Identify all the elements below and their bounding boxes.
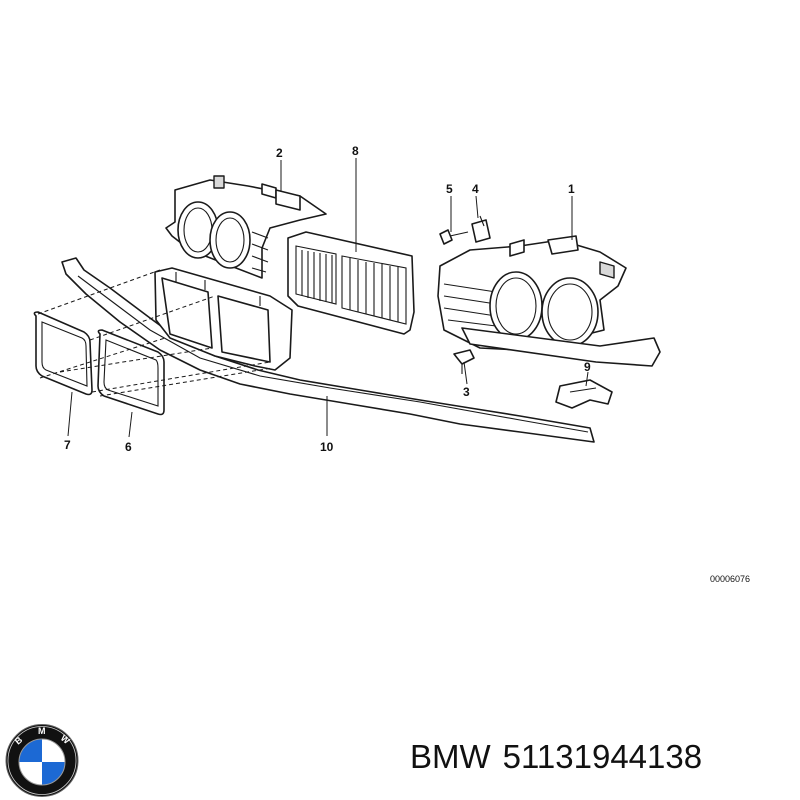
part-8-kidney-grille <box>287 231 415 335</box>
part-4-clip <box>471 215 491 243</box>
leader-9 <box>585 371 589 387</box>
callout-6: 6 <box>125 440 132 454</box>
leader-3 <box>463 361 468 385</box>
part-2-left-headlamp-housing <box>165 175 327 279</box>
part-number: 51131944138 <box>502 738 703 775</box>
part-1-right-headlamp-housing <box>437 235 661 367</box>
callout-3: 3 <box>463 385 470 399</box>
svg-text:B: B <box>13 734 25 746</box>
part-9-bracket <box>555 379 613 409</box>
callout-8: 8 <box>352 144 359 158</box>
leader-4 <box>475 195 479 219</box>
part-10-front-panel <box>61 257 595 443</box>
brand-name: BMW <box>410 738 491 775</box>
part-5-screw <box>439 229 469 245</box>
diagram-reference-code: 00006076 <box>710 574 750 584</box>
part-3-clip <box>453 349 475 374</box>
bmw-logo-icon: B M W <box>5 724 79 797</box>
part-7-outer-ring <box>33 311 93 396</box>
part-caption: BMW 51131944138 <box>410 738 795 776</box>
callout-1: 1 <box>568 182 575 196</box>
callout-10: 10 <box>320 440 334 454</box>
callout-2: 2 <box>276 146 283 160</box>
leader-6 <box>128 411 133 438</box>
callout-5: 5 <box>446 182 453 196</box>
callout-4: 4 <box>472 182 479 196</box>
callout-7: 7 <box>64 438 71 452</box>
callout-9: 9 <box>584 360 591 374</box>
leader-7 <box>67 391 73 437</box>
svg-text:M: M <box>38 726 46 736</box>
